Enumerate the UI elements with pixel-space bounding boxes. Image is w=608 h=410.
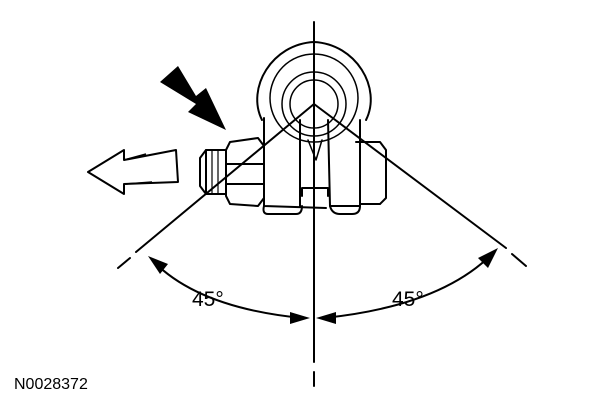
- angle-arcs: [153, 253, 493, 319]
- direction-arrow-icon: [87, 149, 179, 195]
- angle-label-right: 45°: [392, 288, 424, 311]
- arc-arrowhead-right-bottom: [316, 312, 336, 324]
- angle-lines: [117, 103, 527, 269]
- arc-arrowhead-left-bottom: [290, 312, 310, 324]
- figure-id: N0028372: [14, 376, 88, 393]
- threaded-stub: [199, 149, 227, 195]
- angle-label-left: 45°: [192, 288, 224, 311]
- arc-arrowhead-right-top: [478, 248, 498, 268]
- arc-arrowhead-left-top: [148, 256, 168, 274]
- banjo-fitting: [199, 41, 387, 215]
- hex-nut: [225, 137, 265, 207]
- callout-arrow-icon: [160, 66, 226, 130]
